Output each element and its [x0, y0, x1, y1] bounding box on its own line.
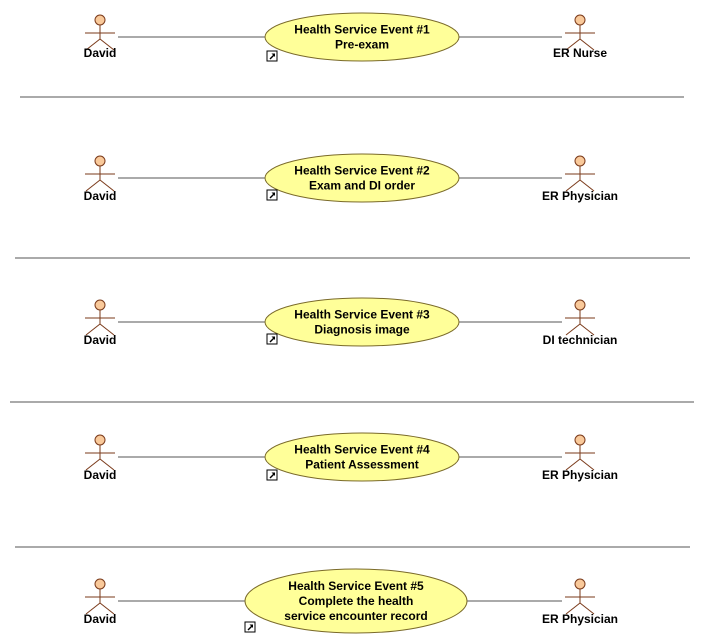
use-case-subtitle: Exam and DI order	[309, 179, 415, 193]
right-actor-er-physician[interactable]: ER Physician	[542, 434, 618, 482]
actor-head-icon	[94, 578, 106, 590]
use-case-subtitle: Patient Assessment	[305, 458, 419, 472]
actor-head-icon	[574, 578, 586, 590]
hyperlink-arrow-icon[interactable]	[266, 333, 278, 345]
use-case-title: Health Service Event #2	[294, 164, 430, 178]
use-case-row-1: David ER Nurse Health Service Event #1Pre-…	[84, 12, 607, 62]
actor-head-icon	[574, 155, 586, 167]
actor-head-icon	[574, 434, 586, 446]
use-case-row-4: David ER Physician Health Service Event #4…	[84, 432, 618, 482]
left-actor-david[interactable]: David	[84, 299, 117, 347]
actor-name: ER Physician	[542, 189, 618, 203]
actor-name: ER Physician	[542, 612, 618, 626]
right-actor-er-nurse[interactable]: ER Nurse	[553, 14, 607, 60]
use-case-title: Health Service Event #4	[294, 443, 430, 457]
use-case-subtitle: Complete the health	[299, 594, 414, 608]
right-actor-di-technician[interactable]: DI technician	[543, 299, 618, 347]
hyperlink-arrow-icon[interactable]	[244, 621, 256, 633]
left-actor-david[interactable]: David	[84, 434, 117, 482]
use-case-subtitle: Diagnosis image	[314, 323, 410, 337]
left-actor-david[interactable]: David	[84, 155, 117, 203]
use-case-subtitle: Pre-exam	[335, 38, 389, 52]
actor-head-icon	[94, 155, 106, 167]
use-case-title: Health Service Event #1	[294, 23, 430, 37]
use-case-row-3: David DI technician Health Service Event #…	[84, 297, 618, 347]
use-case-title: Health Service Event #3	[294, 308, 430, 322]
left-actor-david[interactable]: David	[84, 578, 117, 626]
actor-head-icon	[94, 14, 106, 26]
actor-head-icon	[94, 299, 106, 311]
left-actor-david[interactable]: David	[84, 14, 117, 60]
use-case-subtitle: service encounter record	[284, 609, 427, 623]
use-case-row-2: David ER Physician Health Service Event #2…	[84, 153, 618, 203]
actor-name: David	[84, 612, 117, 626]
actor-name: ER Nurse	[553, 46, 607, 60]
actor-name: DI technician	[543, 333, 618, 347]
actor-name: David	[84, 46, 117, 60]
hyperlink-arrow-icon[interactable]	[266, 189, 278, 201]
right-actor-er-physician[interactable]: ER Physician	[542, 155, 618, 203]
hyperlink-arrow-icon[interactable]	[266, 50, 278, 62]
right-actor-er-physician[interactable]: ER Physician	[542, 578, 618, 626]
use-case-title: Health Service Event #5	[288, 579, 424, 593]
use-case-row-5: David ER Physician Health Service Event #5…	[84, 568, 618, 634]
actor-head-icon	[94, 434, 106, 446]
actor-name: David	[84, 468, 117, 482]
actor-head-icon	[574, 14, 586, 26]
actor-name: ER Physician	[542, 468, 618, 482]
actor-name: David	[84, 333, 117, 347]
hyperlink-arrow-icon[interactable]	[266, 469, 278, 481]
actor-name: David	[84, 189, 117, 203]
actor-head-icon	[574, 299, 586, 311]
